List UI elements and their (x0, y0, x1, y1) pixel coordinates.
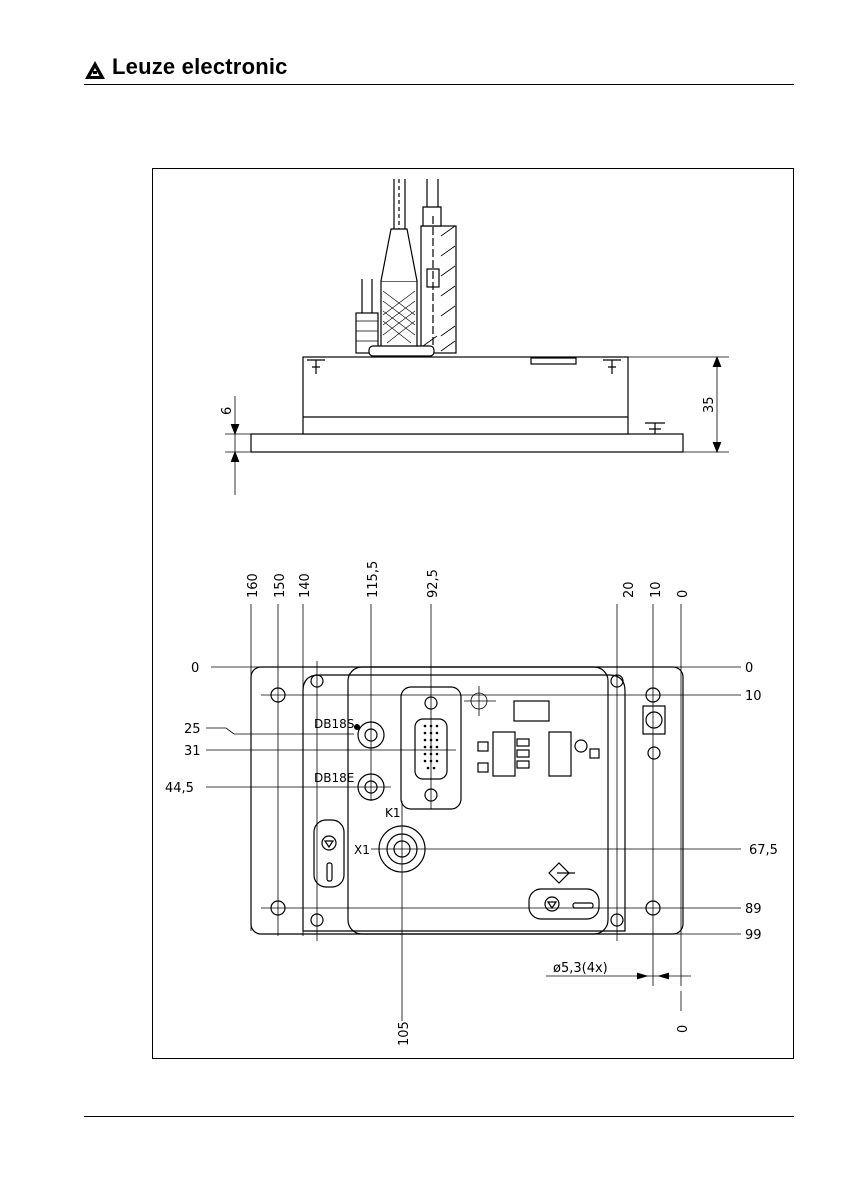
dim-x-140: 140 (298, 573, 313, 598)
side-view (225, 179, 729, 495)
brand-name: Leuze electronic (112, 54, 288, 80)
dim-x-115-5: 115,5 (366, 561, 381, 598)
connector-label-k1: K1 (385, 806, 401, 820)
top-view (251, 667, 683, 934)
leuze-logo-icon (84, 60, 106, 80)
dim-label-6: 6 (220, 407, 235, 415)
dim-y-right-10: 10 (745, 689, 762, 704)
connector-label-db18s: DB18S (314, 717, 354, 731)
dim-y-left-0: 0 (191, 661, 199, 676)
footer-rule (84, 1116, 794, 1117)
dim-x-92-5: 92,5 (426, 569, 441, 598)
dim-x-20: 20 (622, 581, 637, 598)
page-header: Leuze electronic (84, 56, 794, 86)
dim-y-left-31: 31 (184, 744, 201, 759)
hole-diameter-note: ø5,3(4x) (553, 961, 608, 976)
dim-x-bottom-0: 0 (676, 1025, 691, 1033)
dim-x-160: 160 (246, 573, 261, 598)
db18s-indicator-dot (354, 724, 360, 730)
connector-label-x1: X1 (354, 843, 370, 857)
header-rule (84, 84, 794, 85)
dim-x-0: 0 (676, 590, 691, 598)
connector-label-db18e: DB18E (314, 771, 354, 785)
dimension-drawing: 35 6 (153, 169, 795, 1060)
technical-drawing-frame: 35 6 (152, 168, 794, 1059)
dim-label-35: 35 (702, 396, 717, 413)
dim-x-150: 150 (273, 573, 288, 598)
dim-x-10: 10 (649, 581, 664, 598)
dim-y-right-89: 89 (745, 902, 762, 917)
dim-x-105: 105 (397, 1021, 412, 1046)
dim-y-right-67-5: 67,5 (749, 843, 778, 858)
dim-y-left-25: 25 (184, 722, 201, 737)
dim-y-right-99: 99 (745, 928, 762, 943)
dim-y-left-44-5: 44,5 (165, 781, 194, 796)
dim-y-right-0: 0 (745, 661, 753, 676)
